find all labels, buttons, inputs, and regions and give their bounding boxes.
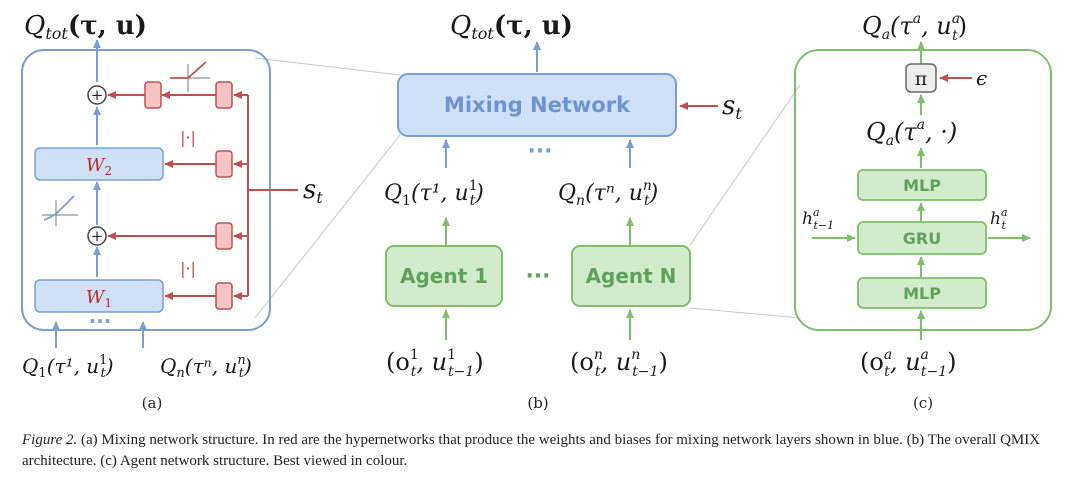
panel-a-input-dots: ··· (89, 309, 112, 333)
agent-1-label: Agent 1 (400, 264, 488, 288)
elu-activation-icon (42, 195, 78, 226)
panel-b-caption-label: (b) (527, 394, 548, 412)
panel-a-output-label: Qtot(τ, u) (24, 11, 147, 43)
panel-a-w1-box (34, 279, 164, 313)
panel-b-top-dots: ··· (527, 139, 552, 164)
gru-label: GRU (903, 229, 941, 248)
figure-caption: Figure 2. (a) Mixing network structure. … (22, 430, 1062, 472)
mlp-top-label: MLP (903, 176, 941, 195)
mlp-bottom-box (857, 277, 987, 309)
panel-a-plus-node-bottom (87, 226, 107, 246)
relu-activation-icon (170, 61, 210, 92)
panel-a-abs-label-top: |·| (180, 128, 196, 147)
panel-a-plus-node-top (87, 85, 107, 105)
qmix-architecture-figure: Qtot(τ, u) + + W2 W1 (21, 11, 1052, 412)
panel-a-w1-label: W1 (86, 287, 112, 310)
panel-b-output-label: Qtot(τ, u) (450, 11, 573, 43)
mlp-top-box (857, 169, 987, 201)
hyper-bias1-box (215, 222, 233, 250)
panel-a-w2-label: W2 (86, 155, 112, 178)
hyper-bias2-box-b (215, 81, 233, 109)
panel-b-agent-dots: ··· (525, 264, 550, 289)
mixing-network-label: Mixing Network (444, 93, 631, 117)
hyper-bias2-box-a (144, 81, 162, 109)
mlp-bottom-label: MLP (903, 284, 941, 303)
panel-a-plus-symbol-top: + (91, 86, 104, 104)
hypernetwork-boxes (144, 81, 233, 310)
panel-c-frame (794, 49, 1052, 331)
panel-a-state-label: st (303, 175, 323, 207)
panel-a-plus-symbol-bottom: + (91, 227, 104, 245)
hyper-w2-box (215, 150, 233, 178)
panel-a-w2-box (34, 147, 164, 181)
hyper-w1-box (215, 282, 233, 310)
panel-a-mixing-network: Qtot(τ, u) + + W2 W1 (21, 11, 323, 412)
mixing-network-box (397, 73, 677, 137)
zoom-connectors (254, 57, 801, 319)
panel-b-qmix-overall: Qtot(τ, u) Mixing Network st ··· Q1(τ¹, … (384, 11, 742, 412)
panel-a-abs-label-bottom: |·| (180, 259, 196, 278)
epsilon-label: ϵ (976, 66, 987, 90)
pi-policy-box (905, 63, 937, 93)
panel-a-caption-label: (a) (142, 394, 163, 412)
agent-n-box (571, 245, 691, 307)
panel-c-q-mid-label: Qa(τa, ·) (866, 117, 957, 149)
panel-c-caption-label: (c) (913, 394, 933, 412)
pi-symbol: π (915, 68, 928, 90)
agent-1-box (385, 245, 503, 307)
panel-b-state-label: st (722, 91, 742, 123)
agent-n-label: Agent N (586, 264, 677, 288)
figure-caption-text: (a) Mixing network structure. In red are… (22, 432, 1041, 469)
gru-box (857, 221, 987, 255)
figure-caption-label: Figure 2. (22, 432, 78, 448)
